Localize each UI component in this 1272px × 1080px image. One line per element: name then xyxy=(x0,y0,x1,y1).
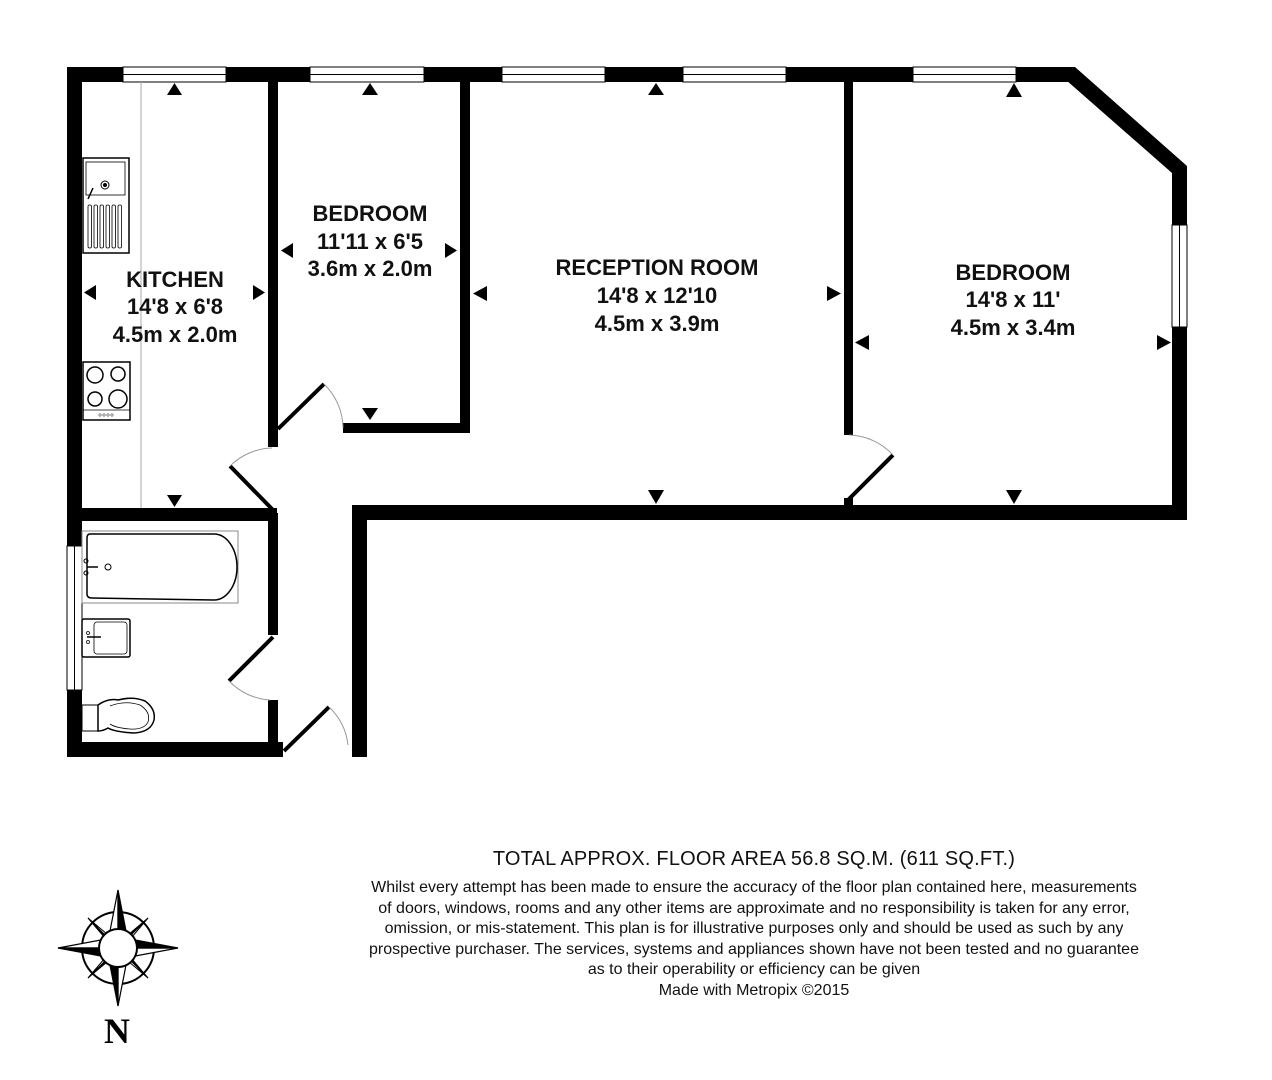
kitchen-fixtures xyxy=(82,82,142,508)
washbasin-icon xyxy=(81,618,131,658)
room-size-imperial: 11'11 x 6'5 xyxy=(317,229,423,254)
sink-icon xyxy=(82,157,130,254)
floor-area-title: TOTAL APPROX. FLOOR AREA 56.8 SQ.M. (611… xyxy=(492,848,1016,870)
room-label-reception: RECEPTION ROOM 14'8 x 12'10 4.5m x 3.9m xyxy=(556,255,759,336)
toilet-icon xyxy=(81,697,156,734)
wall-hall-right xyxy=(352,505,367,757)
wall-left-upper xyxy=(67,67,82,547)
room-label-bedroom-large: BEDROOM 14'8 x 11' 4.5m x 3.4m xyxy=(951,260,1076,340)
wall-left-lower xyxy=(67,690,82,757)
wall-bed1-right xyxy=(460,67,470,433)
doors xyxy=(227,382,895,753)
wall-bed1-bottom xyxy=(343,423,470,433)
wall-reception-bed2-stub xyxy=(844,498,853,508)
disclaimer-line: prospective purchaser. The services, sys… xyxy=(369,940,1139,958)
wall-kitchen-bath xyxy=(67,508,277,521)
dimension-arrows xyxy=(84,83,1171,507)
room-size-imperial: 14'8 x 11' xyxy=(966,287,1061,312)
door-kitchen xyxy=(228,464,275,512)
room-size-metric: 4.5m x 3.9m xyxy=(595,311,720,336)
walls xyxy=(67,67,1187,757)
wall-bottom-main xyxy=(352,505,1187,520)
disclaimer-line: omission, or mis-statement. This plan is… xyxy=(384,920,1124,937)
disclaimer: Whilst every attempt has been made to en… xyxy=(300,878,1208,1001)
compass-north-label: N xyxy=(104,1011,130,1051)
wall-reception-bed2 xyxy=(844,67,853,435)
disclaimer-line: Whilst every attempt has been made to en… xyxy=(371,879,1137,896)
wall-bath-right-bottom xyxy=(268,700,278,757)
door-bedroom-large xyxy=(846,453,895,502)
disclaimer-line: of doors, windows, rooms and any other i… xyxy=(378,899,1130,917)
room-name: BEDROOM xyxy=(956,260,1071,285)
bathroom-fixtures xyxy=(81,530,239,734)
credit-line: Made with Metropix ©2015 xyxy=(658,981,850,999)
windows xyxy=(66,66,1188,691)
wall-angled-ne xyxy=(1065,67,1187,178)
room-name: BEDROOM xyxy=(313,201,428,226)
room-size-metric: 4.5m x 2.0m xyxy=(113,322,238,347)
bathtub-icon xyxy=(81,530,239,604)
room-size-imperial: 14'8 x 12'10 xyxy=(597,283,718,308)
disclaimer-line: as to their operability or efficiency ca… xyxy=(587,961,921,978)
compass-rose-icon xyxy=(57,889,179,1007)
door-entrance xyxy=(282,705,331,753)
wall-bath-right-top xyxy=(268,513,278,635)
hob-icon xyxy=(82,361,131,421)
wall-bottom-left xyxy=(67,742,283,757)
room-name: KITCHEN xyxy=(126,267,224,292)
room-label-kitchen: KITCHEN 14'8 x 6'8 4.5m x 2.0m xyxy=(113,267,238,347)
door-bathroom xyxy=(227,635,275,683)
wall-kitchen-right-top xyxy=(268,67,278,447)
room-size-imperial: 14'8 x 6'8 xyxy=(127,294,223,319)
door-bedroom-small xyxy=(276,382,326,431)
room-size-metric: 4.5m x 3.4m xyxy=(951,315,1076,340)
room-size-metric: 3.6m x 2.0m xyxy=(308,256,433,281)
wall-right xyxy=(1172,166,1187,520)
room-name: RECEPTION ROOM xyxy=(556,255,759,280)
room-label-bedroom-small: BEDROOM 11'11 x 6'5 3.6m x 2.0m xyxy=(308,201,433,281)
